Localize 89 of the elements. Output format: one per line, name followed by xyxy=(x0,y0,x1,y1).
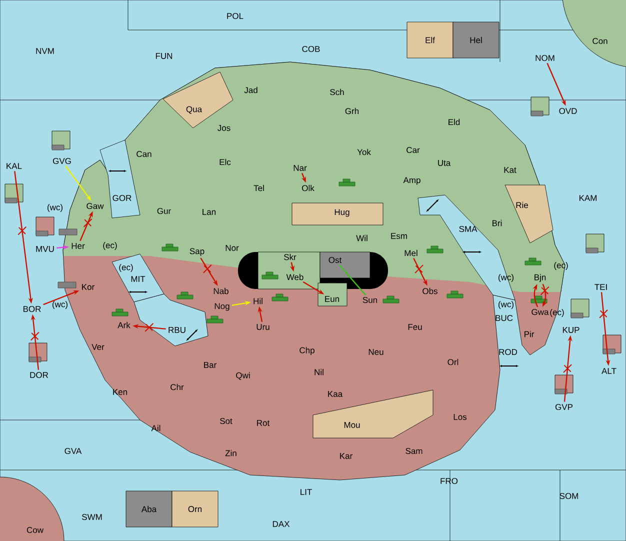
region-label: KUP xyxy=(562,327,580,333)
region-label: Los xyxy=(454,414,467,420)
region-label: Ail xyxy=(151,424,160,432)
coast-label: (ec) xyxy=(119,264,133,272)
region-label: ROD xyxy=(499,349,518,355)
region-label: Kaa xyxy=(328,391,343,397)
region-label: TEI xyxy=(594,284,607,290)
region-label: Ark xyxy=(118,322,130,328)
region-label: NOM xyxy=(536,55,554,61)
region-label: Sot xyxy=(220,418,232,424)
region-label: Ken xyxy=(113,389,127,395)
region-label: Sam xyxy=(406,448,422,454)
region-label: Gur xyxy=(157,208,171,214)
region-label: OVD xyxy=(559,108,577,114)
region-label: Sap xyxy=(190,248,204,256)
region-label: Chr xyxy=(170,384,184,390)
region-label: Kar xyxy=(340,453,352,459)
island-box: Elf xyxy=(406,22,454,58)
region-label: Jos xyxy=(218,125,230,131)
region-label: Jad xyxy=(244,86,258,94)
region-label: Amp xyxy=(403,177,420,185)
region-label: GVG xyxy=(52,158,71,164)
region-label: KAL xyxy=(6,163,22,169)
region-label: Sun xyxy=(362,297,377,303)
region-label: Skr xyxy=(284,254,296,260)
region-label: Wil xyxy=(356,234,368,242)
coast-label: (ec) xyxy=(554,262,568,270)
region-label: Sch xyxy=(330,88,344,96)
region-label: Pir xyxy=(524,330,534,338)
region-label: Hil xyxy=(254,298,262,304)
region-label: Nil xyxy=(314,368,324,376)
region-label: Kat xyxy=(504,167,516,173)
region-label: Bri xyxy=(492,220,502,226)
island-box: Aba xyxy=(126,490,172,528)
region-label: Qwi xyxy=(236,372,250,380)
island-box: Orn xyxy=(172,490,218,528)
region-label: Chp xyxy=(300,347,314,355)
region-label: Nar xyxy=(294,165,307,171)
region-label: KAM xyxy=(580,195,597,201)
region-label: Feu xyxy=(408,324,422,330)
region-label: Uta xyxy=(438,160,451,166)
region-label: Web xyxy=(286,274,304,280)
island-box: Hel xyxy=(452,22,500,58)
region-label: Nog xyxy=(214,303,230,311)
region-label: Tel xyxy=(254,184,264,192)
region-label: Orl xyxy=(448,358,458,366)
region-label: SWM xyxy=(82,514,102,520)
region-label: GVP xyxy=(555,404,573,410)
region-label: Rot xyxy=(257,420,270,426)
region-label: NVM xyxy=(36,48,54,54)
region-label: Kor xyxy=(82,284,94,290)
region-label: Gwa xyxy=(532,309,549,315)
region-label: BUC xyxy=(496,315,513,321)
region-label: Obs xyxy=(422,288,438,294)
region-label: FUN xyxy=(156,53,172,59)
region-label: BOR xyxy=(23,306,41,312)
region-label: GVA xyxy=(64,448,82,454)
region-label: Eld xyxy=(448,118,460,126)
region-label: Lan xyxy=(202,209,216,215)
region-label: MVU xyxy=(36,246,54,252)
region-label: Zin xyxy=(225,450,236,456)
coast-label: (ec) xyxy=(103,242,117,250)
region-label: Elc xyxy=(220,158,231,166)
region-label: DAX xyxy=(272,521,290,527)
coast-label: (wc) xyxy=(52,301,68,309)
region-label: COB xyxy=(302,46,320,52)
coast-label: (wc) xyxy=(48,204,62,212)
region-label: Car xyxy=(406,147,420,153)
region-label: Grh xyxy=(345,108,359,114)
region-label: FRO xyxy=(440,478,458,484)
region-label: Mel xyxy=(404,250,418,256)
region-label: LIT xyxy=(300,489,312,495)
region-label: Neu xyxy=(368,349,384,355)
coast-label: (wc) xyxy=(498,274,514,282)
region-label: Uru xyxy=(256,324,270,330)
region-label: Bar xyxy=(204,362,216,368)
region-label: Esm xyxy=(391,233,407,239)
region-label: Yok xyxy=(357,148,371,156)
region-label: Bjn xyxy=(534,274,546,282)
coast-label: (ec) xyxy=(550,309,564,317)
region-label: DOR xyxy=(30,372,48,378)
region-label: POL xyxy=(227,13,244,19)
region-label: SOM xyxy=(560,493,578,499)
region-label: Nab xyxy=(214,288,228,294)
region-label: Nor xyxy=(226,245,239,251)
region-label: Olk xyxy=(302,184,314,192)
region-label: Ver xyxy=(92,344,104,350)
region-label: ALT xyxy=(602,368,616,374)
region-label: Her xyxy=(72,243,85,249)
